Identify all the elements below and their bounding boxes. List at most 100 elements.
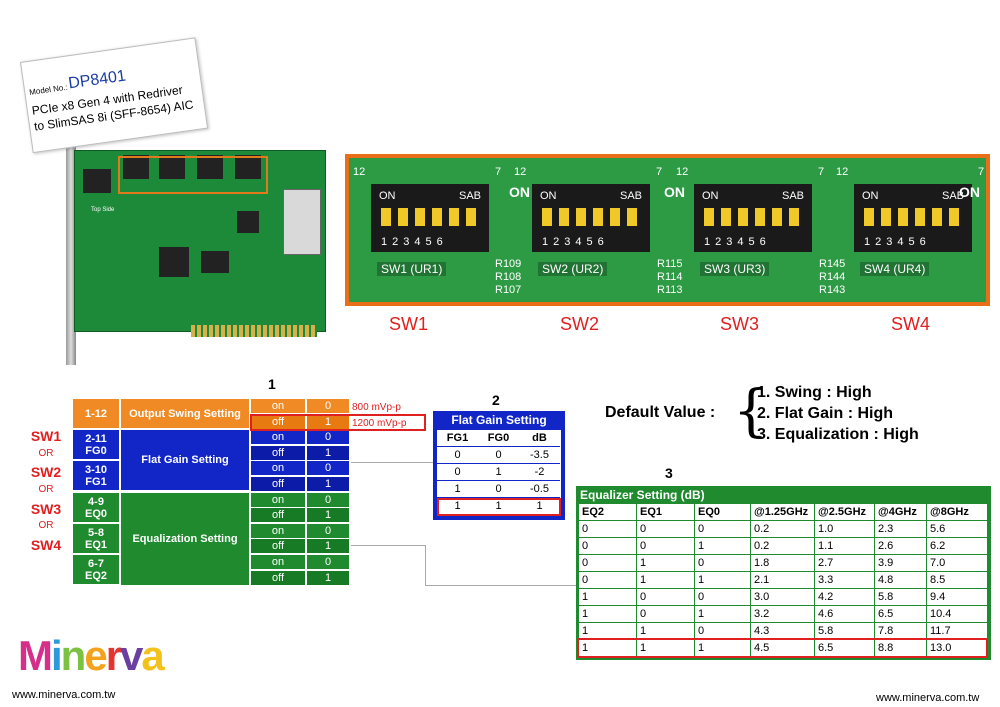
dip-switch-highlight bbox=[118, 156, 268, 194]
sw-name-label: SW4 bbox=[30, 537, 62, 553]
resistor-label: R143 bbox=[819, 284, 846, 296]
flat-gain-cell: 0 bbox=[437, 464, 478, 481]
value-cell: 1 bbox=[306, 476, 350, 492]
dip-toggle bbox=[398, 208, 408, 226]
eq-cell: 0 bbox=[637, 589, 695, 606]
value-cell: 0 bbox=[306, 460, 350, 476]
dip-toggle bbox=[915, 208, 925, 226]
dip-on-text: ON bbox=[379, 190, 396, 202]
state-cell: on bbox=[250, 523, 306, 539]
eq-cell: 1 bbox=[695, 606, 751, 623]
state-cell: on bbox=[250, 554, 306, 570]
url-left[interactable]: www.minerva.com.tw bbox=[12, 689, 116, 701]
eq-cell: 4.8 bbox=[875, 572, 927, 589]
default-item: 3. Equalization : High bbox=[757, 426, 919, 443]
eq-cell: 1 bbox=[637, 572, 695, 589]
dip-toggle bbox=[755, 208, 765, 226]
equalizer-title: Equalizer Setting (dB) bbox=[580, 488, 705, 502]
eq-cell: 6.5 bbox=[875, 606, 927, 623]
dip-toggle bbox=[881, 208, 891, 226]
switch-caption: SW1 (UR1) bbox=[377, 262, 447, 276]
eq-header: EQ1 bbox=[637, 504, 695, 521]
dip-sab-text: SAB bbox=[458, 190, 481, 202]
resistor-label: R115 bbox=[657, 258, 683, 270]
pcb-board-photo: Top Side bbox=[74, 150, 326, 337]
model-label: Model No.: bbox=[28, 82, 69, 97]
eq-cell: 4.6 bbox=[815, 606, 875, 623]
resistor-label: R113 bbox=[657, 284, 683, 296]
eq-cell: 0 bbox=[637, 538, 695, 555]
eq-cell: 9.4 bbox=[927, 589, 988, 606]
eq-cell: 1 bbox=[695, 538, 751, 555]
bit-name: EQ2 bbox=[84, 569, 107, 582]
eq-cell: 0 bbox=[579, 572, 637, 589]
pin-number-7: 7 bbox=[818, 166, 825, 178]
connector-line bbox=[425, 585, 576, 586]
flat-gain-cell: 0 bbox=[437, 447, 478, 464]
eq-header: @4GHz bbox=[875, 504, 927, 521]
eq-header: @2.5GHz bbox=[815, 504, 875, 521]
state-cell: off bbox=[250, 570, 306, 586]
pin-range: 2-11 bbox=[85, 432, 107, 445]
flat-gain-cell: 1 bbox=[478, 464, 519, 481]
sw-name-label: SW2 bbox=[30, 464, 62, 480]
dip-toggle bbox=[542, 208, 552, 226]
default-item: 2. Flat Gain : High bbox=[757, 405, 894, 422]
bit-name: EQ0 bbox=[84, 507, 107, 520]
pcie-bracket bbox=[66, 125, 76, 365]
eq-cell: 0 bbox=[637, 521, 695, 538]
resistor-label: R145 bbox=[819, 258, 846, 270]
flat-gain-title: Flat Gain Setting bbox=[451, 413, 547, 427]
flat-gain-header: FG0 bbox=[478, 430, 519, 447]
slimsas-connector bbox=[283, 189, 321, 255]
pin-number-12: 12 bbox=[836, 166, 849, 178]
switch-caption: SW4 (UR4) bbox=[860, 262, 930, 276]
connector-line bbox=[425, 545, 426, 585]
url-right[interactable]: www.minerva.com.tw bbox=[876, 692, 980, 704]
model-number: DP8401 bbox=[67, 67, 127, 93]
eq-cell: 0.2 bbox=[751, 538, 815, 555]
eq-cell: 2.6 bbox=[875, 538, 927, 555]
state-cell: off bbox=[250, 445, 306, 461]
eq-cell: 5.8 bbox=[875, 589, 927, 606]
eq-cell: 0 bbox=[579, 538, 637, 555]
eq-cell: 7.0 bbox=[927, 555, 988, 572]
value-cell: 0 bbox=[306, 398, 350, 414]
eq-cell: 8.5 bbox=[927, 572, 988, 589]
value-cell: 0 bbox=[306, 554, 350, 570]
mini-dip-switch bbox=[123, 155, 149, 179]
pcb-chip bbox=[237, 211, 259, 233]
state-cell: off bbox=[250, 476, 306, 492]
value-cell: 1 bbox=[306, 570, 350, 586]
eq-header: @1.25GHz bbox=[751, 504, 815, 521]
on-marker: ON bbox=[509, 184, 530, 200]
eq-cell: 1.1 bbox=[815, 538, 875, 555]
pin-number-12: 12 bbox=[353, 166, 366, 178]
switch-caption: SW3 (UR3) bbox=[700, 262, 770, 276]
resistor-label: R109 bbox=[495, 258, 522, 270]
dip-on-text: ON bbox=[702, 190, 719, 202]
dip-sab-text: SAB bbox=[619, 190, 642, 202]
flat-gain-cell: -0.5 bbox=[519, 481, 560, 498]
dip-toggle bbox=[721, 208, 731, 226]
eq-cell: 0 bbox=[637, 606, 695, 623]
eq-cell: 1 bbox=[579, 589, 637, 606]
default-highlight-box bbox=[250, 414, 426, 431]
eq-cell: 1.0 bbox=[815, 521, 875, 538]
pin-range: 6-7 bbox=[88, 557, 104, 570]
dip-on-text: ON bbox=[862, 190, 879, 202]
eq-cell: 1 bbox=[637, 555, 695, 572]
eq-header: EQ2 bbox=[579, 504, 637, 521]
value-cell: 0 bbox=[306, 523, 350, 539]
bit-name: EQ1 bbox=[84, 538, 107, 551]
swing-note-800: 800 mVp-p bbox=[352, 402, 401, 413]
sw-name-label: SW1 bbox=[30, 428, 62, 444]
connector-line bbox=[351, 462, 433, 463]
dip-toggle bbox=[449, 208, 459, 226]
